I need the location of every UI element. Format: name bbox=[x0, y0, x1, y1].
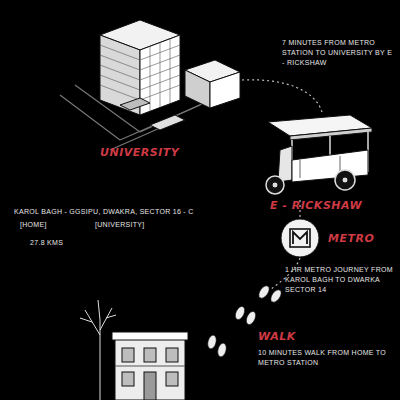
note-text: [UNIVERSITY] bbox=[95, 220, 145, 230]
e-rickshaw bbox=[266, 115, 372, 194]
university-building bbox=[100, 20, 240, 130]
metro-logo bbox=[281, 219, 319, 257]
note-text: [HOME] bbox=[20, 220, 47, 230]
stage-heading: WALK bbox=[258, 330, 296, 343]
stage-heading: UNIVERSITY bbox=[100, 146, 179, 159]
note-text: 10 MINUTES WALK FROM HOME TO METRO STATI… bbox=[258, 348, 390, 368]
home-building bbox=[112, 332, 188, 400]
note-text: KAROL BAGH - GGSIPU, DWAKRA, SECTOR 16 -… bbox=[14, 207, 194, 217]
stage-heading: E - RICKSHAW bbox=[270, 199, 362, 212]
note-text: 1 HR METRO JOURNEY FROM KAROL BAGH TO DW… bbox=[285, 265, 395, 294]
tree bbox=[80, 300, 116, 400]
note-text: 7 MINUTES FROM METRO STATION TO UNIVERSI… bbox=[282, 38, 394, 67]
stage-heading: METRO bbox=[328, 232, 374, 245]
note-text: 27.8 KMS bbox=[30, 238, 63, 248]
route-line bbox=[242, 80, 322, 290]
footprints bbox=[206, 284, 283, 358]
